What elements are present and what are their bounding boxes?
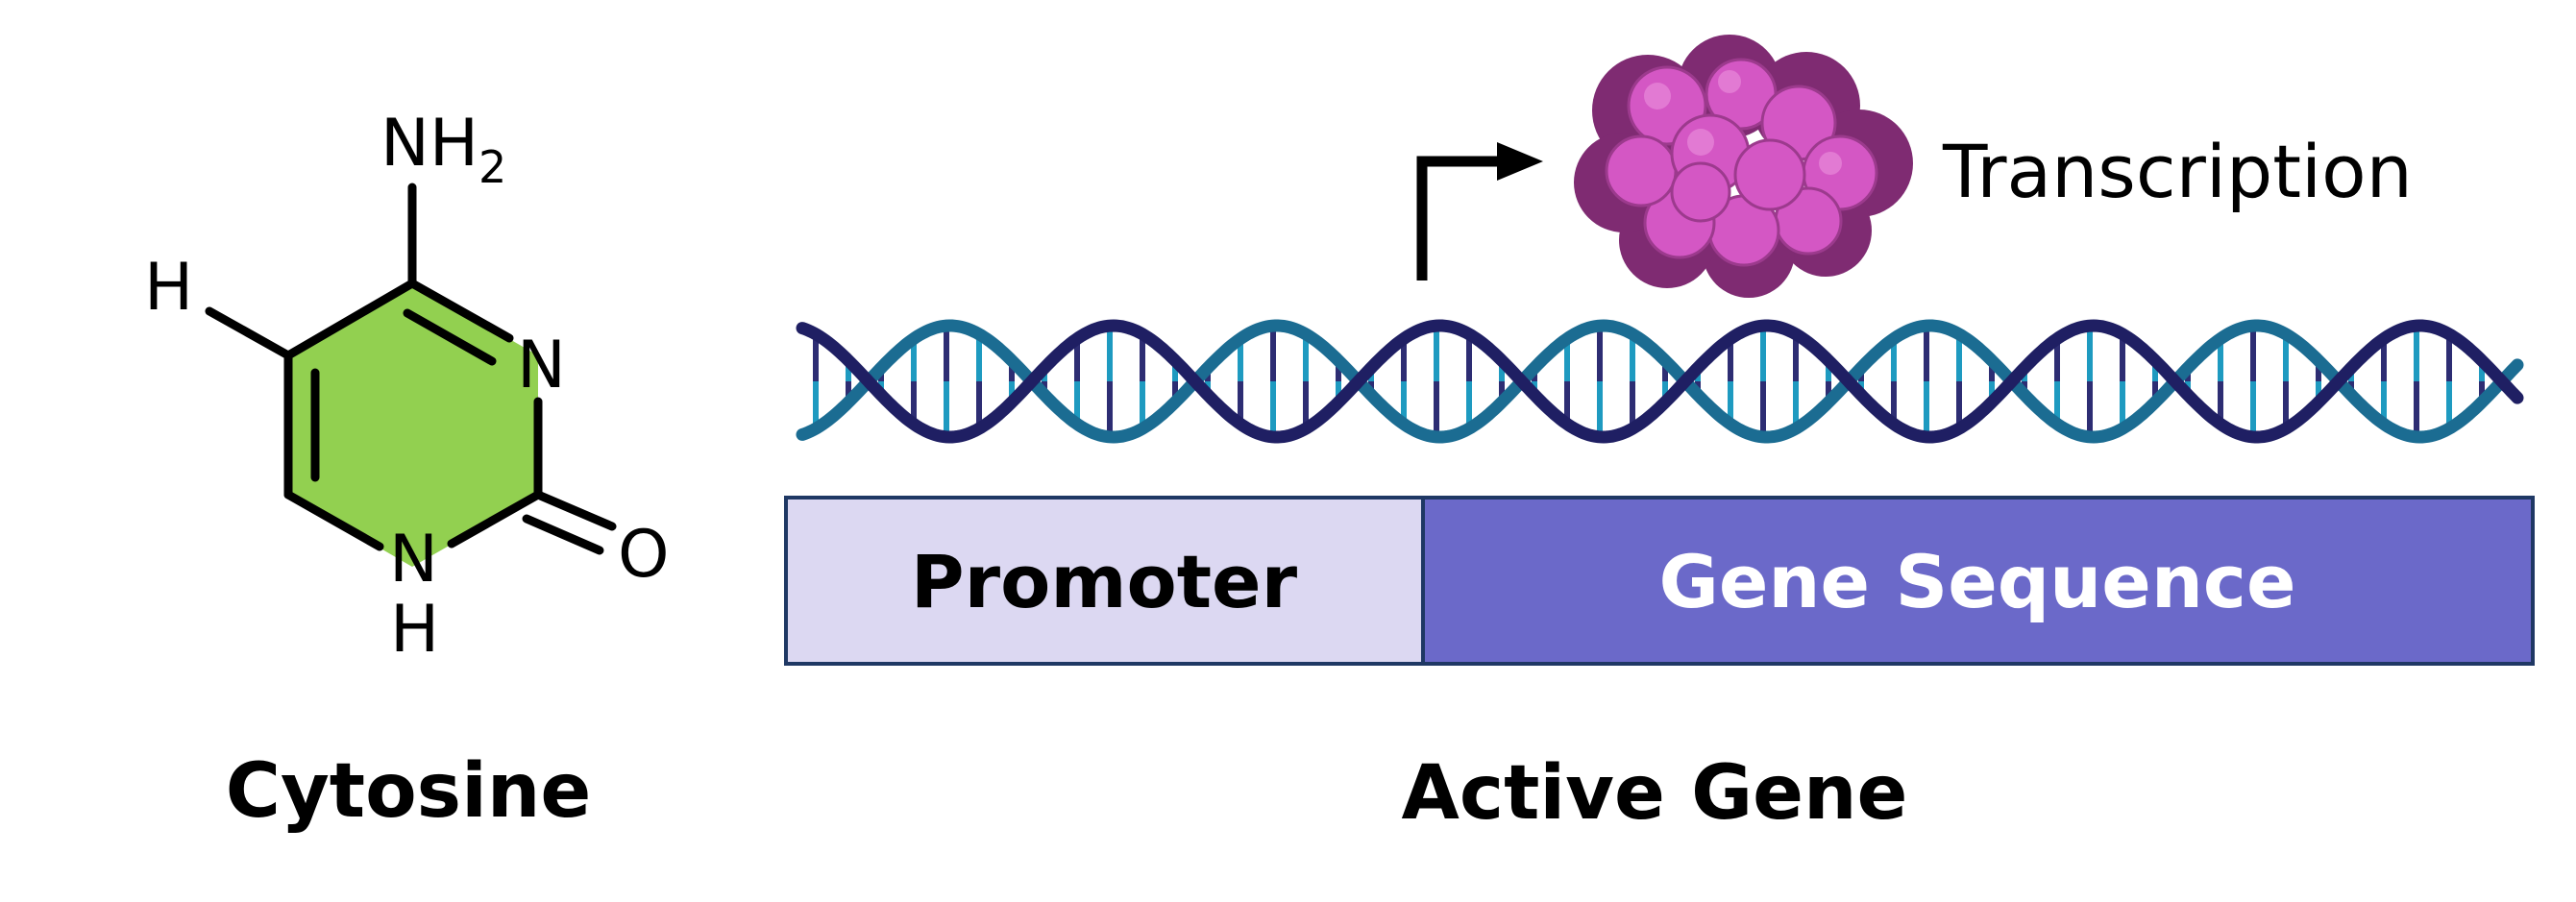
transcription-label: Transcription <box>1942 129 2413 214</box>
atom-h-bottom: H <box>390 592 439 668</box>
cytosine-caption: Cytosine <box>226 748 592 835</box>
transcription-start-arrow-icon <box>1416 142 1543 280</box>
atom-n-ring-bottom: N <box>389 522 438 597</box>
gene-sequence-box <box>1421 496 2535 666</box>
atom-h-left: H <box>144 250 193 326</box>
gene-sequence-label: Gene Sequence <box>1658 539 2295 624</box>
rna-polymerase-icon <box>1574 35 1913 298</box>
active-gene-caption: Active Gene <box>1402 750 1908 837</box>
dna-double-helix <box>796 319 2524 444</box>
atom-nh2-subscript: 2 <box>478 141 506 193</box>
gene-bar: Promoter Gene Sequence <box>784 496 2535 666</box>
atom-n-ring: N <box>517 328 566 403</box>
atom-nh2: NH2 <box>380 106 506 193</box>
atom-o: O <box>618 517 670 593</box>
promoter-label: Promoter <box>911 539 1298 624</box>
cytosine-structure: NH2 H N O N H <box>144 106 670 668</box>
cytosine-bonds <box>205 183 617 555</box>
dna-strand-b <box>796 319 2524 444</box>
dna-strand-a <box>796 319 2524 444</box>
